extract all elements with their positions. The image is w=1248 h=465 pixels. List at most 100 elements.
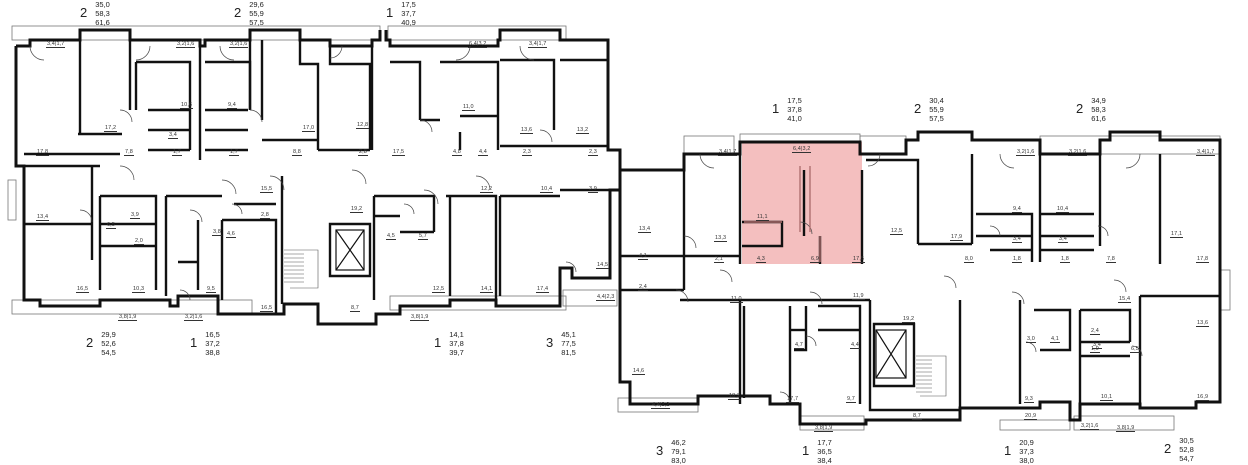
room-area-label: 4,5 [386, 233, 396, 240]
apartment-rooms: 3 [656, 443, 664, 458]
room-area-label: 4,4|2,3 [596, 294, 616, 301]
room-area-label: 3,9 [588, 186, 598, 193]
room-area-label: 11,0 [730, 296, 743, 303]
room-area-label: 3,4 [168, 132, 178, 139]
room-area-label: 4,4|2,2 [651, 402, 671, 409]
room-area-label: 17,2 [104, 125, 118, 132]
room-area-label: 1,7 [172, 149, 182, 156]
apartment-rooms: 1 [802, 443, 810, 458]
highlighted-apartment [742, 142, 862, 264]
room-area-label: 17,8 [36, 149, 50, 156]
room-area-label: 8,0 [964, 256, 974, 263]
room-area-label: 3,4 [1012, 236, 1022, 243]
apartment-rooms: 2 [80, 5, 88, 20]
room-area-label: 3,2|1,6 [1016, 149, 1036, 156]
room-area-label: 4,4 [850, 342, 860, 349]
room-area-label: 3,2|1,6 [1080, 423, 1100, 430]
room-area-label: 3,4|1,7 [528, 41, 548, 48]
room-area-label: 11,1 [756, 214, 769, 221]
room-area-label: 6,4|3,2 [792, 146, 812, 153]
room-area-label: 4,7 [794, 342, 804, 349]
left-elevator [335, 229, 365, 271]
left-interior-walls [16, 40, 610, 314]
room-area-label: 10,1 [1100, 394, 1114, 401]
room-area-label: 2,3 [588, 149, 598, 156]
room-area-label: 16,5 [76, 286, 90, 293]
room-area-label: 3,8|1,9 [1116, 425, 1136, 432]
room-area-label: 8,7 [912, 413, 922, 420]
room-area-label: 3,8|1,9 [410, 314, 430, 321]
apartment-rooms: 2 [86, 335, 94, 350]
room-area-label: 9,3 [1024, 396, 1034, 403]
apartment-rooms: 2 [234, 5, 242, 20]
room-area-label: 19,2 [350, 206, 364, 213]
room-area-label: 13,3 [714, 235, 728, 242]
room-area-label: 13,4 [36, 214, 50, 221]
left-stairs [284, 249, 319, 289]
room-area-label: 8,7 [350, 305, 360, 312]
room-area-label: 3,8 [212, 229, 222, 236]
highlighted-apartment-walls [744, 166, 821, 262]
left-doors [29, 45, 577, 301]
room-area-label: 6,4|3,2 [468, 41, 488, 48]
room-area-label: 6,5 [106, 222, 116, 229]
room-area-label: 13,2 [576, 127, 590, 134]
room-area-label: 13,6 [1196, 320, 1210, 327]
room-area-label: 3,4|1,7 [46, 41, 66, 48]
room-area-label: 9,4 [1012, 206, 1022, 213]
room-area-label: 12,2 [480, 186, 494, 193]
room-area-label: 17,8 [1196, 256, 1210, 263]
room-area-label: 1,7 [229, 149, 239, 156]
apartment-rooms: 2 [1164, 441, 1172, 456]
room-area-label: 1,9 [1090, 346, 1100, 353]
room-area-label: 4,8 [452, 149, 462, 156]
room-area-label: 7,8 [1106, 256, 1116, 263]
room-area-label: 3,4|1,7 [718, 149, 738, 156]
apartment-rooms: 1 [434, 335, 442, 350]
apartment-rooms: 1 [190, 335, 198, 350]
room-area-label: 6,5 [1130, 346, 1140, 353]
room-area-label: 9,4 [227, 102, 237, 109]
room-area-label: 3,8|1,9 [118, 314, 138, 321]
right-balconies [617, 133, 1231, 431]
room-area-label: 9,5 [206, 286, 216, 293]
room-area-label: 12,5 [432, 286, 446, 293]
room-area-label: 17,1 [1170, 231, 1184, 238]
room-area-label: 16,9 [1196, 394, 1210, 401]
room-area-label: 17,5 [392, 149, 406, 156]
room-area-label: 3,4 [1092, 342, 1102, 349]
room-area-label: 4,3 [756, 256, 766, 263]
right-stairs [916, 355, 947, 397]
apartment-rooms: 2 [1076, 101, 1084, 116]
room-area-label: 2,8 [260, 212, 270, 219]
room-area-label: 17,4 [536, 286, 550, 293]
room-area-label: 10,3 [132, 286, 146, 293]
room-area-label: 2,3 [522, 149, 532, 156]
room-area-label: 17,0 [302, 125, 316, 132]
room-area-label: 3,8|1,9 [814, 425, 834, 432]
apartment-rooms: 3 [546, 335, 554, 350]
room-area-label: 3,2|1,6 [1068, 149, 1088, 156]
room-area-label: 2,1 [714, 256, 724, 263]
room-area-label: 11,9 [852, 293, 865, 300]
right-interior-walls [620, 154, 1220, 412]
room-area-label: 17,9 [950, 234, 964, 241]
room-area-label: 17,7 [786, 396, 800, 403]
